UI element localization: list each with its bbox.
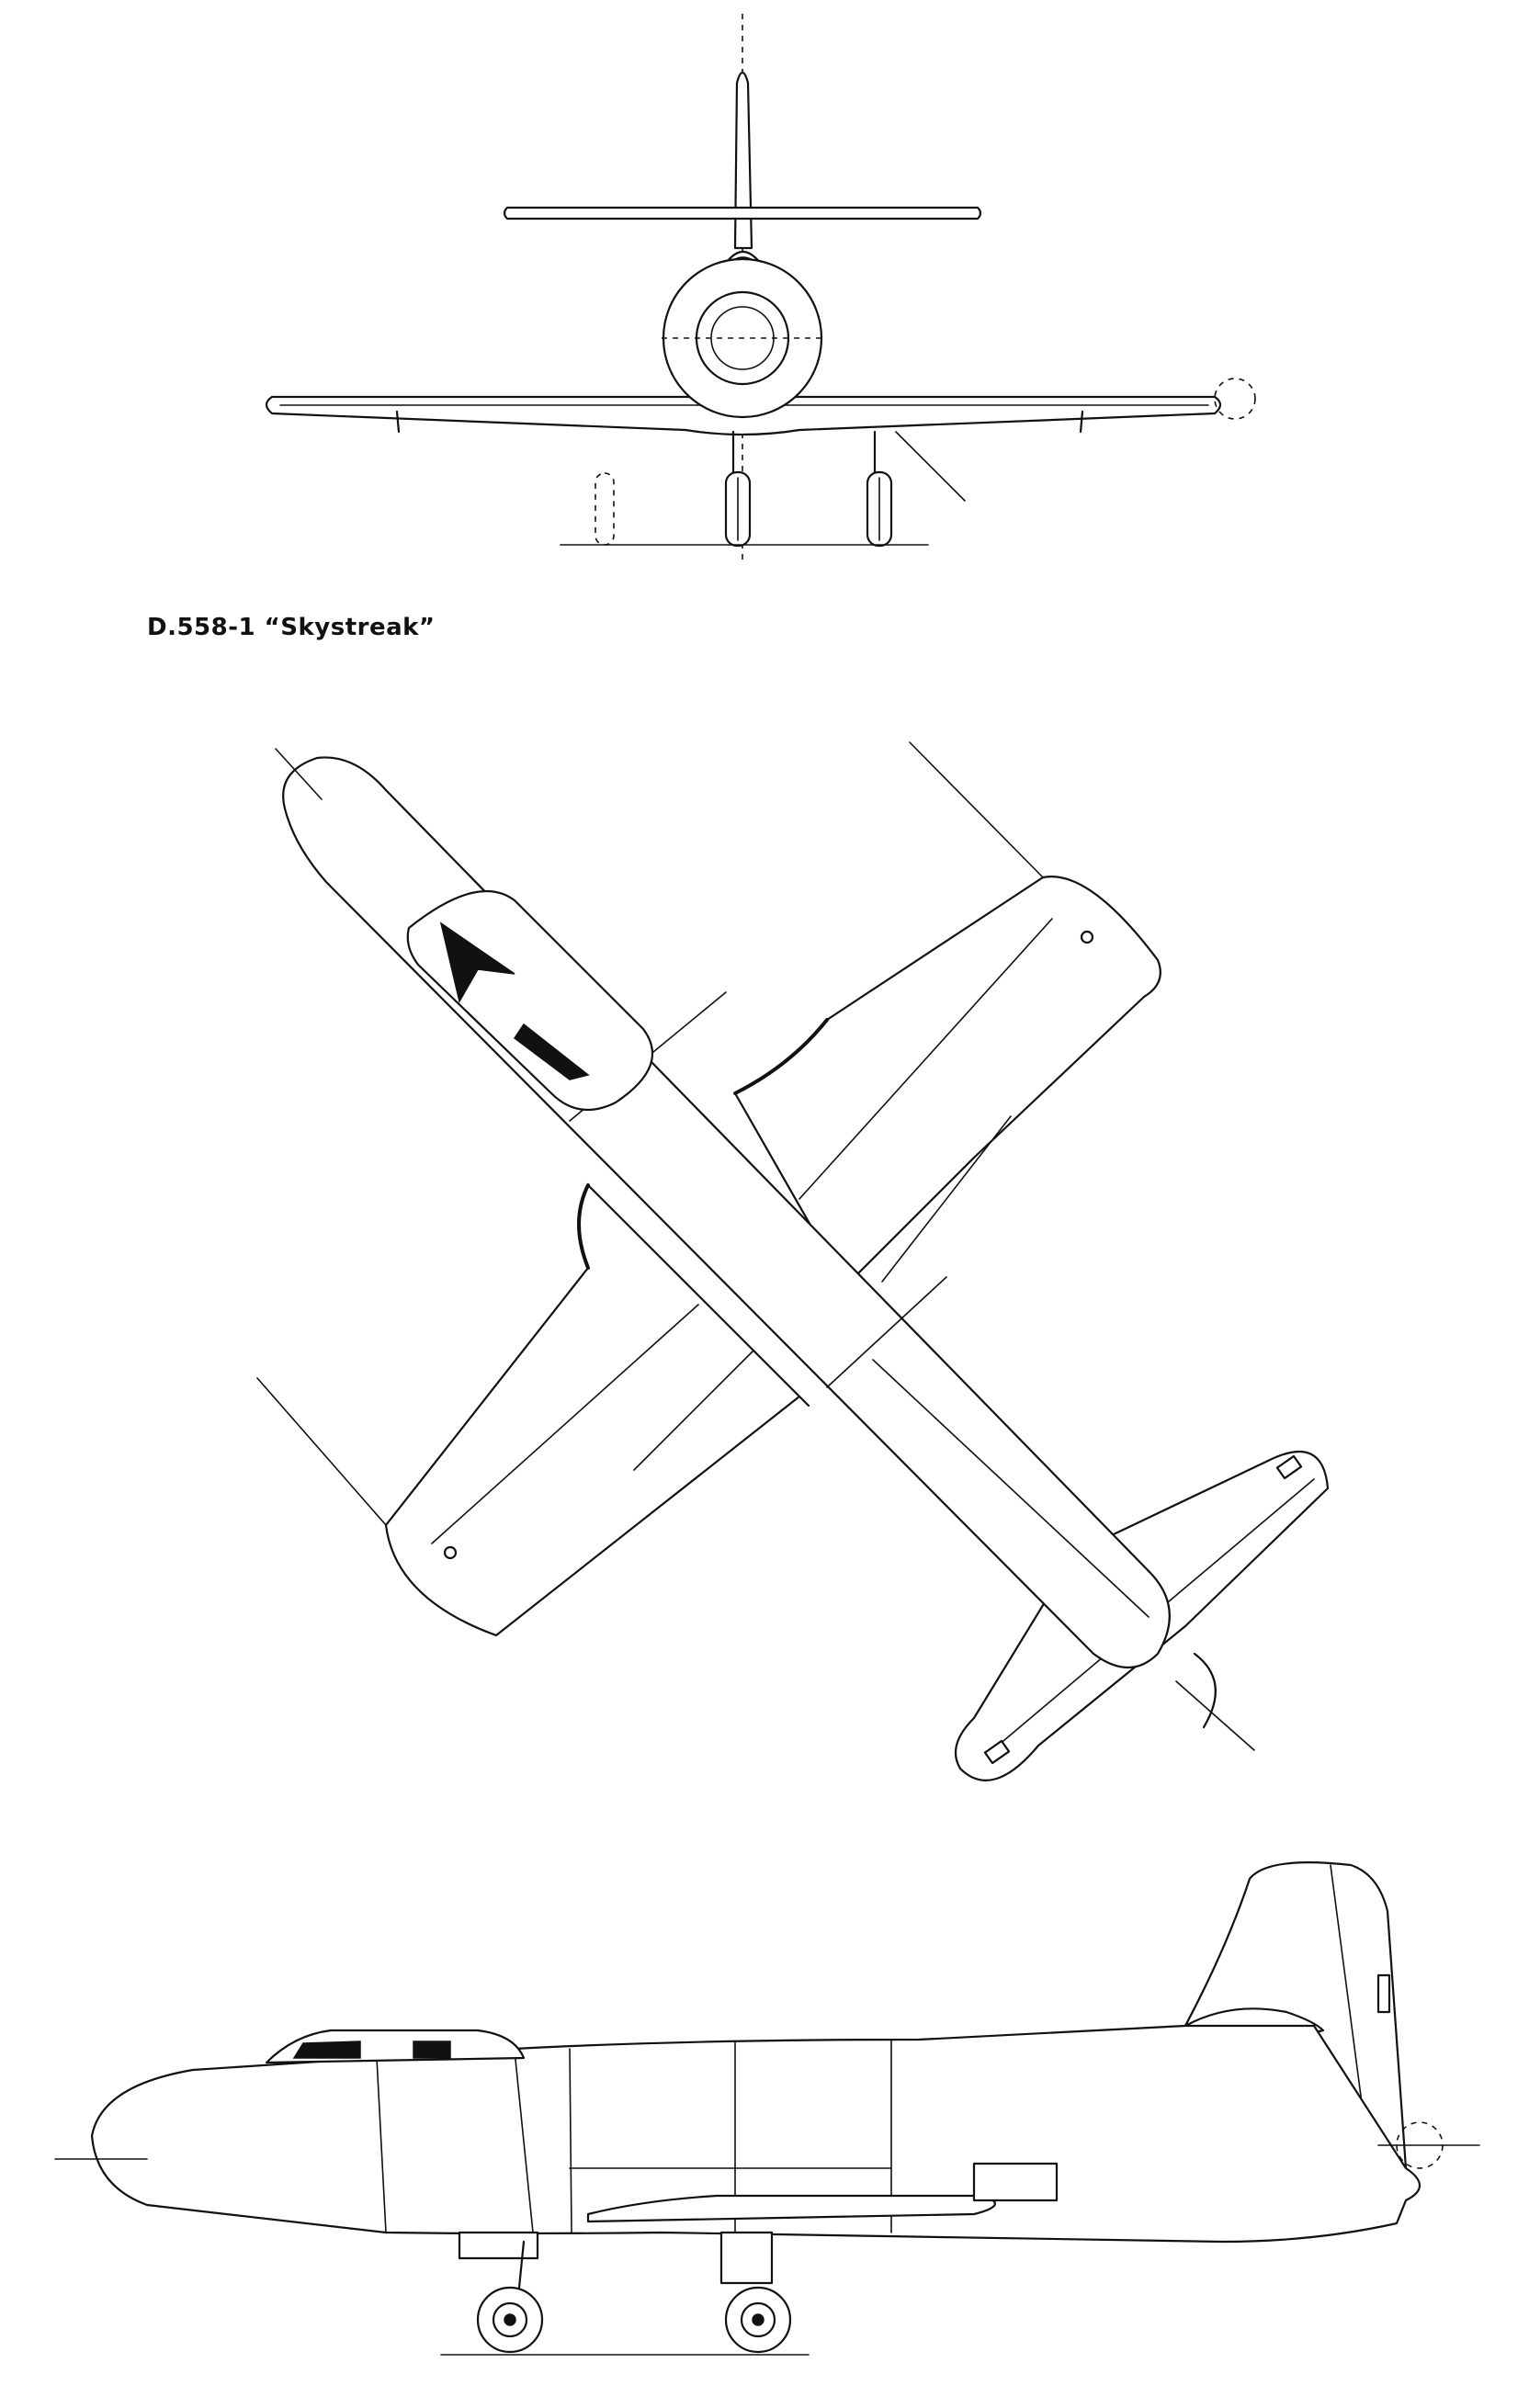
- top-right-elevator-tab: [1275, 1454, 1303, 1480]
- top-canopy-rear-glass: [513, 1023, 590, 1080]
- side-canopy-front-glass: [292, 2041, 361, 2059]
- top-fin-ridge: [872, 1359, 1150, 1618]
- front-view: [265, 14, 1256, 560]
- side-nose-landing-gear: [458, 2231, 544, 2354]
- top-right-aileron-line: [881, 1115, 1012, 1283]
- side-rudder-tab: [1376, 1973, 1391, 2014]
- side-wing: [586, 2194, 996, 2223]
- front-horizontal-stabilizer: [503, 206, 982, 220]
- side-canopy-rear-glass: [413, 2041, 451, 2059]
- side-panel-line-1: [376, 2057, 387, 2233]
- side-view: [54, 1861, 1480, 2356]
- top-right-wing-light: [1080, 930, 1094, 944]
- top-tailcone: [1193, 1652, 1217, 1729]
- top-left-pitot: [256, 1377, 387, 1526]
- side-main-landing-gear: [719, 2231, 792, 2354]
- top-left-wing-root-fillet: [577, 1183, 590, 1270]
- side-access-panel: [972, 2162, 1059, 2202]
- top-canopy-glass: [439, 921, 515, 1004]
- top-fuselage-panel-line-2: [826, 1276, 947, 1388]
- top-right-wing-hinge-line: [798, 918, 1053, 1200]
- aircraft-designation-caption: D.558-1 “Skystreak”: [147, 614, 436, 641]
- side-panel-line-2: [514, 2050, 534, 2233]
- top-right-pitot: [909, 741, 1044, 878]
- top-left-wing-light: [443, 1545, 458, 1560]
- front-right-landing-gear: [866, 430, 966, 548]
- front-vertical-fin: [733, 71, 753, 250]
- top-left-wing-hinge-line: [431, 1304, 699, 1544]
- front-tail-skid-outline: [595, 472, 615, 546]
- top-nose-boom: [275, 748, 323, 800]
- top-left-aileron-line: [633, 1350, 754, 1471]
- front-left-landing-gear: [724, 430, 752, 548]
- top-right-wing-root-fillet: [733, 1018, 829, 1095]
- top-tail-centerline: [1175, 1680, 1255, 1751]
- front-right-wing-fence: [1079, 410, 1084, 434]
- side-panel-line-3: [569, 2048, 572, 2233]
- front-wingtip-indicator: [1214, 378, 1256, 420]
- top-view: [256, 741, 1330, 1781]
- front-left-wing-fence: [395, 410, 401, 434]
- top-left-elevator-tab: [983, 1739, 1011, 1765]
